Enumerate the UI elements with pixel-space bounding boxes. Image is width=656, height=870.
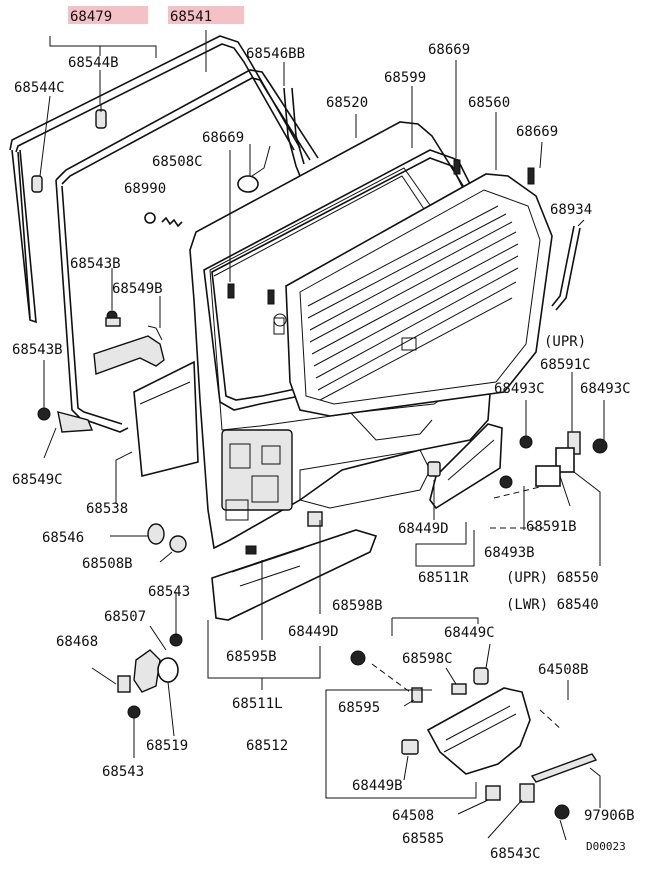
- weatherstrip-clip-68544B: [95, 104, 107, 129]
- label-68508B: 68508B: [82, 556, 133, 572]
- label-68599: 68599: [384, 70, 426, 86]
- label-68541: 68541: [170, 9, 212, 25]
- label-68449B: 68449B: [352, 778, 403, 794]
- label-68449C: 68449C: [444, 625, 495, 641]
- label-68449D-right: 68449D: [398, 521, 449, 537]
- label-68512: 68512: [246, 738, 288, 754]
- weatherstrip-clip-68544C: [31, 175, 43, 193]
- lower-garnish-68511L: [211, 511, 378, 621]
- rear-glass-part: [285, 173, 553, 417]
- label-upr-68550: (UPR) 68550: [506, 570, 599, 586]
- label-68595B: 68595B: [226, 649, 277, 665]
- label-68519: 68519: [146, 738, 188, 754]
- label-68493C-left: 68493C: [494, 381, 545, 397]
- label-68543B-top: 68543B: [70, 256, 121, 272]
- label-68549B: 68549B: [112, 281, 163, 297]
- wiring-harness-part: [237, 87, 305, 193]
- glass-spacer-68669: [227, 159, 535, 305]
- label-68546BB: 68546BB: [246, 46, 305, 62]
- label-68598B: 68598B: [332, 598, 383, 614]
- label-68511R: 68511R: [418, 570, 469, 586]
- label-upr-top: (UPR): [544, 334, 586, 350]
- diagram-code: D00023: [586, 840, 626, 853]
- label-68538: 68538: [86, 501, 128, 517]
- emblem-97906B: [530, 753, 598, 783]
- leader-lines: [39, 30, 605, 841]
- label-68511L: 68511L: [232, 696, 283, 712]
- spring-68990: [144, 212, 183, 228]
- label-68934: 68934: [550, 202, 592, 218]
- weatherstrip-part: [9, 35, 301, 324]
- label-68585: 68585: [402, 831, 444, 847]
- label-68543-bottom: 68543: [102, 764, 144, 780]
- license-garnish-68512: [350, 650, 570, 820]
- label-68520: 68520: [326, 95, 368, 111]
- gas-stay-bracket-68519: [117, 633, 183, 719]
- label-68479: 68479: [70, 9, 112, 25]
- label-68493B: 68493B: [484, 545, 535, 561]
- tailgate-lock-68550: [499, 431, 608, 489]
- label-68544B: 68544B: [68, 55, 119, 71]
- label-lwr-68540: (LWR) 68540: [506, 597, 599, 613]
- grommet-68546: [147, 523, 165, 545]
- label-64508: 64508: [392, 808, 434, 824]
- label-68598C: 68598C: [402, 651, 453, 667]
- label-68508C: 68508C: [152, 154, 203, 170]
- label-68493C-right: 68493C: [580, 381, 631, 397]
- side-garnish-68511R: [427, 423, 503, 510]
- highlight-68541: [168, 6, 244, 24]
- label-68449D-left: 68449D: [288, 624, 339, 640]
- label-68669-top: 68669: [428, 42, 470, 58]
- hinge-bracket-68549B: [93, 310, 165, 375]
- label-68591C: 68591C: [540, 357, 591, 373]
- inner-trim-panel-68538: [133, 360, 199, 478]
- label-68468: 68468: [56, 634, 98, 650]
- label-68549C: 68549C: [12, 472, 63, 488]
- label-68543-top: 68543: [148, 584, 190, 600]
- label-68543B-left: 68543B: [12, 342, 63, 358]
- label-68595: 68595: [338, 700, 380, 716]
- label-97906B: 97906B: [584, 808, 635, 824]
- label-68669-mid: 68669: [202, 130, 244, 146]
- label-68560: 68560: [468, 95, 510, 111]
- label-64508B: 64508B: [538, 662, 589, 678]
- cap-68508B: [169, 535, 187, 553]
- highlight-68479: [68, 6, 148, 24]
- label-68591B: 68591B: [526, 519, 577, 535]
- label-68546: 68546: [42, 530, 84, 546]
- label-68543C: 68543C: [490, 846, 541, 862]
- label-68669-right: 68669: [516, 124, 558, 140]
- glass-molding-part: [551, 225, 581, 311]
- label-68544C: 68544C: [14, 80, 65, 96]
- label-68507: 68507: [104, 609, 146, 625]
- label-68990: 68990: [124, 181, 166, 197]
